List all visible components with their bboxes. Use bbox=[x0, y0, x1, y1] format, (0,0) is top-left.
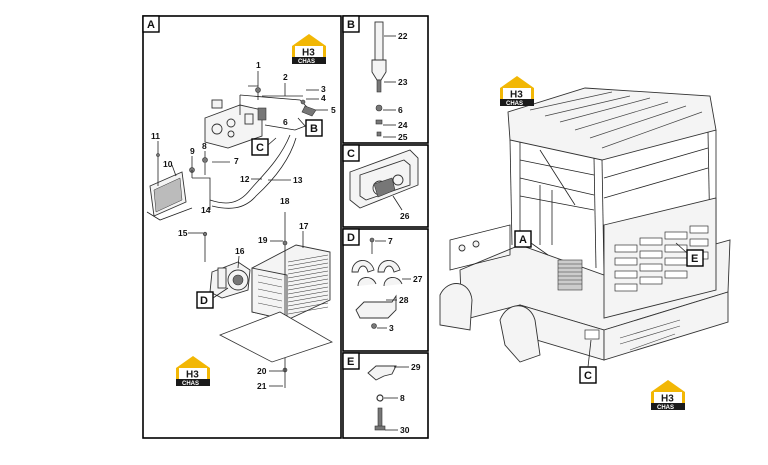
callout-2: 2 bbox=[283, 72, 288, 82]
callout-5: 5 bbox=[331, 105, 336, 115]
ac-unit-top bbox=[204, 99, 267, 149]
svg-text:CHAS: CHAS bbox=[657, 405, 674, 411]
callout-9: 9 bbox=[190, 146, 195, 156]
callout-29: 29 bbox=[411, 362, 421, 372]
panel-c-label: C bbox=[347, 148, 355, 160]
brand-logo: H3 CHAS bbox=[651, 380, 685, 411]
callout-17: 17 bbox=[299, 221, 309, 231]
panel-b-label: B bbox=[347, 19, 355, 31]
panel-e: E 29 8 30 bbox=[342, 352, 429, 439]
brand-logo: H3 CHAS bbox=[292, 34, 326, 65]
callout-19: 19 bbox=[258, 235, 268, 245]
callout-18: 18 bbox=[280, 196, 290, 206]
callout-21: 21 bbox=[257, 381, 267, 391]
panel-c: C 26 bbox=[342, 144, 429, 228]
callout-d7: 7 bbox=[388, 236, 393, 246]
callout-11: 11 bbox=[151, 131, 160, 141]
panel-a: A H3 CHAS bbox=[142, 15, 342, 439]
panel-d: D 7 27 28 3 bbox=[342, 228, 429, 352]
condenser-unit bbox=[251, 244, 331, 321]
callout-23: 23 bbox=[398, 77, 408, 87]
callout-8: 8 bbox=[202, 141, 207, 151]
truck-ref-e: E bbox=[691, 253, 698, 265]
panel-d-label: D bbox=[347, 232, 355, 244]
brand-logo: H3 CHAS bbox=[500, 76, 534, 107]
callout-6: 6 bbox=[283, 117, 288, 127]
callout-12: 12 bbox=[240, 174, 250, 184]
callout-20: 20 bbox=[257, 366, 267, 376]
callout-4: 4 bbox=[321, 93, 326, 103]
callout-d3: 3 bbox=[389, 323, 394, 333]
drier-unit bbox=[146, 171, 193, 221]
detail-ref-c: C bbox=[256, 142, 264, 154]
truck-ref-c: C bbox=[584, 370, 592, 382]
svg-text:CHAS: CHAS bbox=[182, 381, 199, 387]
svg-text:H3: H3 bbox=[510, 90, 523, 101]
callout-15: 15 bbox=[178, 228, 188, 238]
svg-text:CHAS: CHAS bbox=[298, 59, 315, 65]
callout-1: 1 bbox=[256, 60, 261, 70]
callout-e8: 8 bbox=[400, 393, 405, 403]
truck-cab bbox=[439, 87, 731, 363]
callout-25: 25 bbox=[398, 132, 408, 142]
callout-26: 26 bbox=[400, 211, 410, 221]
panel-a-label: A bbox=[147, 19, 155, 31]
brand-logo: H3 CHAS bbox=[176, 356, 210, 387]
callout-b6: 6 bbox=[398, 105, 403, 115]
svg-text:H3: H3 bbox=[186, 370, 199, 381]
callout-10: 10 bbox=[163, 159, 173, 169]
callout-14: 14 bbox=[201, 205, 211, 215]
front-grille bbox=[614, 225, 709, 292]
svg-text:H3: H3 bbox=[302, 48, 315, 59]
callout-30: 30 bbox=[400, 425, 410, 435]
truck-ref-a: A bbox=[519, 234, 527, 246]
detail-ref-b: B bbox=[310, 123, 318, 135]
callout-27: 27 bbox=[413, 274, 423, 284]
panel-e-label: E bbox=[347, 356, 354, 368]
detail-ref-d: D bbox=[200, 295, 208, 307]
callout-22: 22 bbox=[398, 31, 408, 41]
callout-13: 13 bbox=[293, 175, 303, 185]
callout-16: 16 bbox=[235, 246, 245, 256]
panel-b: B 22 23 6 24 25 bbox=[342, 15, 429, 144]
svg-text:CHAS: CHAS bbox=[506, 101, 523, 107]
svg-text:H3: H3 bbox=[661, 394, 674, 405]
callout-24: 24 bbox=[398, 120, 408, 130]
mounting-plate bbox=[219, 311, 333, 363]
callout-7: 7 bbox=[234, 156, 239, 166]
callout-28: 28 bbox=[399, 295, 409, 305]
callout-3: 3 bbox=[321, 84, 326, 94]
